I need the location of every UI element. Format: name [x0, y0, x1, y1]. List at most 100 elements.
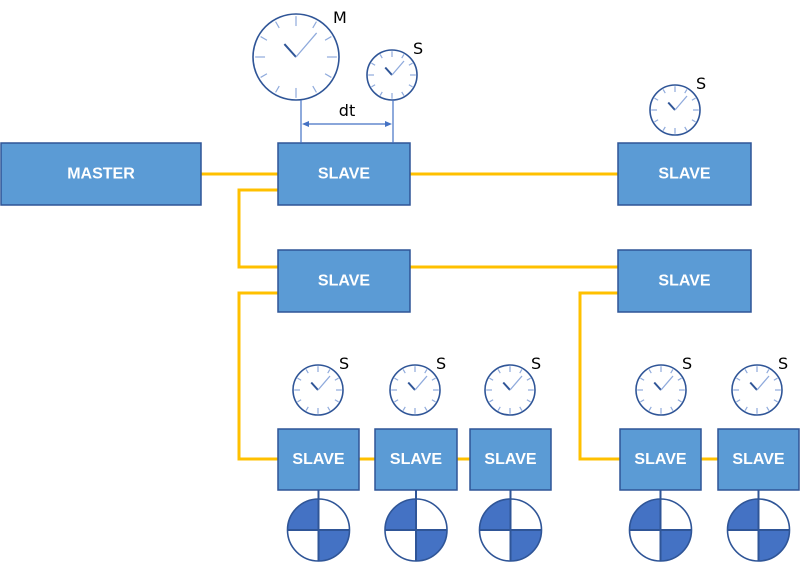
clock-tick [744, 369, 748, 374]
clock-tick [677, 377, 682, 381]
bus-link-s1-s3 [237, 188, 278, 269]
clock-tick [297, 399, 302, 403]
slave-clock-s6: S [389, 354, 446, 416]
node-label: SLAVE [318, 166, 370, 183]
master-node[interactable]: MASTER [0, 142, 202, 206]
clock-label: S [413, 39, 423, 58]
clock-label: S [696, 74, 706, 93]
slave-node-s1[interactable]: SLAVE [277, 142, 411, 206]
clock-hour-hand [749, 381, 758, 391]
slave-clock-s8: S [635, 354, 692, 416]
clock-tick [312, 85, 317, 93]
clock-tick [334, 377, 339, 381]
clock-tick [275, 85, 280, 93]
node-box[interactable] [717, 428, 800, 491]
clock-hour-hand [502, 381, 511, 391]
clock-tick [662, 126, 666, 131]
disc-quadrant [416, 530, 447, 561]
clock-tick [648, 369, 652, 374]
clock-tick [424, 369, 428, 374]
clock-tick [766, 406, 770, 411]
clock-hour-hand [653, 381, 662, 391]
node-label: SLAVE [658, 166, 710, 183]
slave-node-s3[interactable]: SLAVE [277, 249, 411, 313]
clock-tick [327, 369, 331, 374]
bus-link-s4-s8 [578, 291, 620, 461]
clock-tick [736, 377, 741, 381]
clock-tick [312, 21, 317, 29]
node-box[interactable] [374, 428, 458, 491]
node-box[interactable] [277, 249, 411, 313]
dt-label: dt [339, 101, 355, 120]
clock-tick [394, 399, 399, 403]
clock-tick [640, 377, 645, 381]
clock-hour-hand [384, 66, 393, 76]
clock-hour-hand [283, 43, 297, 58]
clock-tick [691, 119, 696, 123]
clock-minute-hand [756, 375, 770, 391]
clock-tick [648, 406, 652, 411]
discs [286, 490, 791, 562]
dt-dimension: dt [300, 100, 394, 143]
disc-ring [628, 498, 693, 562]
clock-label: M [333, 8, 347, 27]
clock-tick [691, 97, 696, 101]
clock-label: S [682, 354, 692, 373]
master-clock: M [252, 8, 347, 101]
clock-tick [297, 377, 302, 381]
node-label: SLAVE [292, 451, 344, 468]
clock-tick [379, 91, 383, 96]
slave-clock-s1: S [366, 39, 423, 101]
clock-label: S [436, 354, 446, 373]
clock-tick [684, 126, 688, 131]
slave-node-s2[interactable]: SLAVE [617, 142, 752, 206]
disc-ring [478, 498, 543, 562]
clock-tick [519, 369, 523, 374]
dt-arrowhead-left [302, 121, 309, 127]
clock-minute-hand [295, 32, 318, 58]
node-label: MASTER [67, 166, 135, 183]
slave-node-s4[interactable]: SLAVE [617, 249, 752, 313]
clock-tick [497, 406, 501, 411]
clock-tick [736, 399, 741, 403]
clock-tick [431, 377, 436, 381]
disc-icon-s5 [286, 490, 351, 562]
clock-tick [431, 399, 436, 403]
disc-ring [286, 498, 351, 562]
clock-tick [324, 73, 332, 78]
clock-tick [640, 399, 645, 403]
node-box[interactable] [0, 142, 202, 206]
slave-node-s8[interactable]: SLAVE [619, 428, 702, 491]
slave-node-s6[interactable]: SLAVE [374, 428, 458, 491]
slave-node-s5[interactable]: SLAVE [277, 428, 360, 491]
node-box[interactable] [617, 249, 752, 313]
node-box[interactable] [617, 142, 752, 206]
clock-tick [371, 62, 376, 66]
node-box[interactable] [277, 428, 360, 491]
bus-link-s3-s5 [237, 291, 278, 461]
clock-tick [662, 89, 666, 94]
clock-tick [766, 369, 770, 374]
clock-tick [260, 73, 268, 78]
disc-quadrant [727, 499, 759, 530]
clock-tick [371, 84, 376, 88]
node-box[interactable] [469, 428, 552, 491]
slave-node-s9[interactable]: SLAVE [717, 428, 800, 491]
clock-tick [402, 369, 406, 374]
node-box[interactable] [277, 142, 411, 206]
disc-ring [384, 498, 448, 562]
clock-tick [379, 54, 383, 59]
disc-quadrant [660, 530, 692, 561]
clock-tick [305, 406, 309, 411]
dt-arrowhead-right [385, 121, 392, 127]
disc-quadrant [758, 530, 790, 561]
disc-quadrant [510, 530, 542, 561]
node-label: SLAVE [390, 451, 442, 468]
clock-minute-hand [414, 375, 428, 391]
slave-node-s7[interactable]: SLAVE [469, 428, 552, 491]
clock-label: S [339, 354, 349, 373]
disc-icon-s7 [478, 490, 543, 562]
